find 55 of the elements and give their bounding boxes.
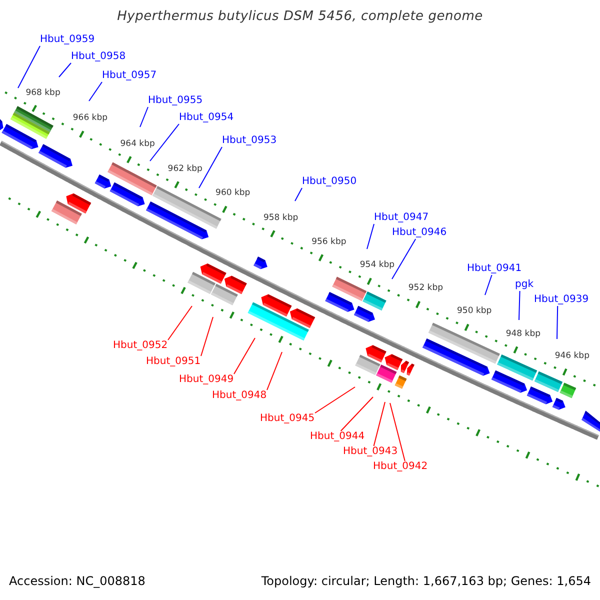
leader-line [556, 306, 558, 340]
leader-line [340, 396, 374, 432]
gene-label: Hbut_0939 [534, 294, 589, 306]
gene-label: Hbut_0946 [392, 227, 447, 239]
gene-label: Hbut_0955 [148, 95, 203, 107]
leader-line [168, 306, 192, 340]
leader-line [266, 352, 282, 390]
gene-label: Hbut_0959 [40, 34, 95, 46]
scale-label: 948 kbp [506, 328, 540, 339]
gene-label: Hbut_0944 [310, 431, 365, 443]
leader-line [373, 402, 386, 446]
genome-summary-text: Topology: circular; Length: 1,667,163 bp; Genes: 1,654 [261, 574, 591, 588]
leader-line [390, 402, 406, 462]
gene-label: Hbut_0950 [302, 176, 357, 188]
scale-label: 946 kbp [554, 350, 590, 361]
gene-label: Hbut_0958 [71, 51, 126, 63]
gene-label: Hbut_0951 [146, 356, 201, 368]
scale-label: 962 kbp [168, 164, 202, 174]
gene-label: Hbut_0941 [467, 263, 522, 275]
gene-label: Hbut_0943 [343, 446, 398, 458]
leader-line [234, 338, 256, 374]
leader-line [58, 62, 72, 78]
gene-label: Hbut_0942 [373, 461, 428, 473]
scale-label: 954 kbp [360, 260, 395, 270]
scale-label: 958 kbp [264, 212, 298, 223]
scale-label: 952 kbp [408, 283, 444, 294]
leader-line [392, 238, 416, 280]
gene-label: Hbut_0949 [179, 374, 234, 386]
leader-line [198, 146, 222, 188]
gene-label: Hbut_0953 [222, 135, 277, 147]
leader-line [200, 316, 214, 356]
gene-label: Hbut_0954 [179, 112, 234, 124]
leader-line [518, 290, 520, 320]
accession-text: Accession: NC_008818 [9, 574, 146, 588]
gene-label: Hbut_0948 [212, 390, 267, 402]
scale-label: 966 kbp [72, 113, 108, 124]
gene-label: Hbut_0952 [113, 340, 168, 352]
leader-line [294, 188, 302, 202]
leader-line [18, 46, 40, 88]
leader-line [150, 124, 180, 162]
gene-label: Hbut_0957 [102, 70, 157, 82]
leader-line [366, 224, 374, 250]
leader-line [484, 274, 492, 296]
leader-line [88, 82, 102, 102]
scale-label: 960 kbp [216, 188, 250, 198]
title: Hyperthermus butylicus DSM 5456, complete genome [117, 9, 483, 25]
gene-label: Hbut_0947 [374, 212, 429, 224]
leader-line [314, 386, 356, 414]
leader-line [140, 106, 148, 128]
scale-label: 956 kbp [312, 236, 346, 247]
gene-label: Hbut_0945 [260, 413, 315, 425]
scale-label: 950 kbp [457, 306, 492, 316]
scale-label: 968 kbp [26, 88, 60, 98]
gene-label: pgk [515, 279, 534, 291]
scale-label: 964 kbp [120, 138, 155, 149]
